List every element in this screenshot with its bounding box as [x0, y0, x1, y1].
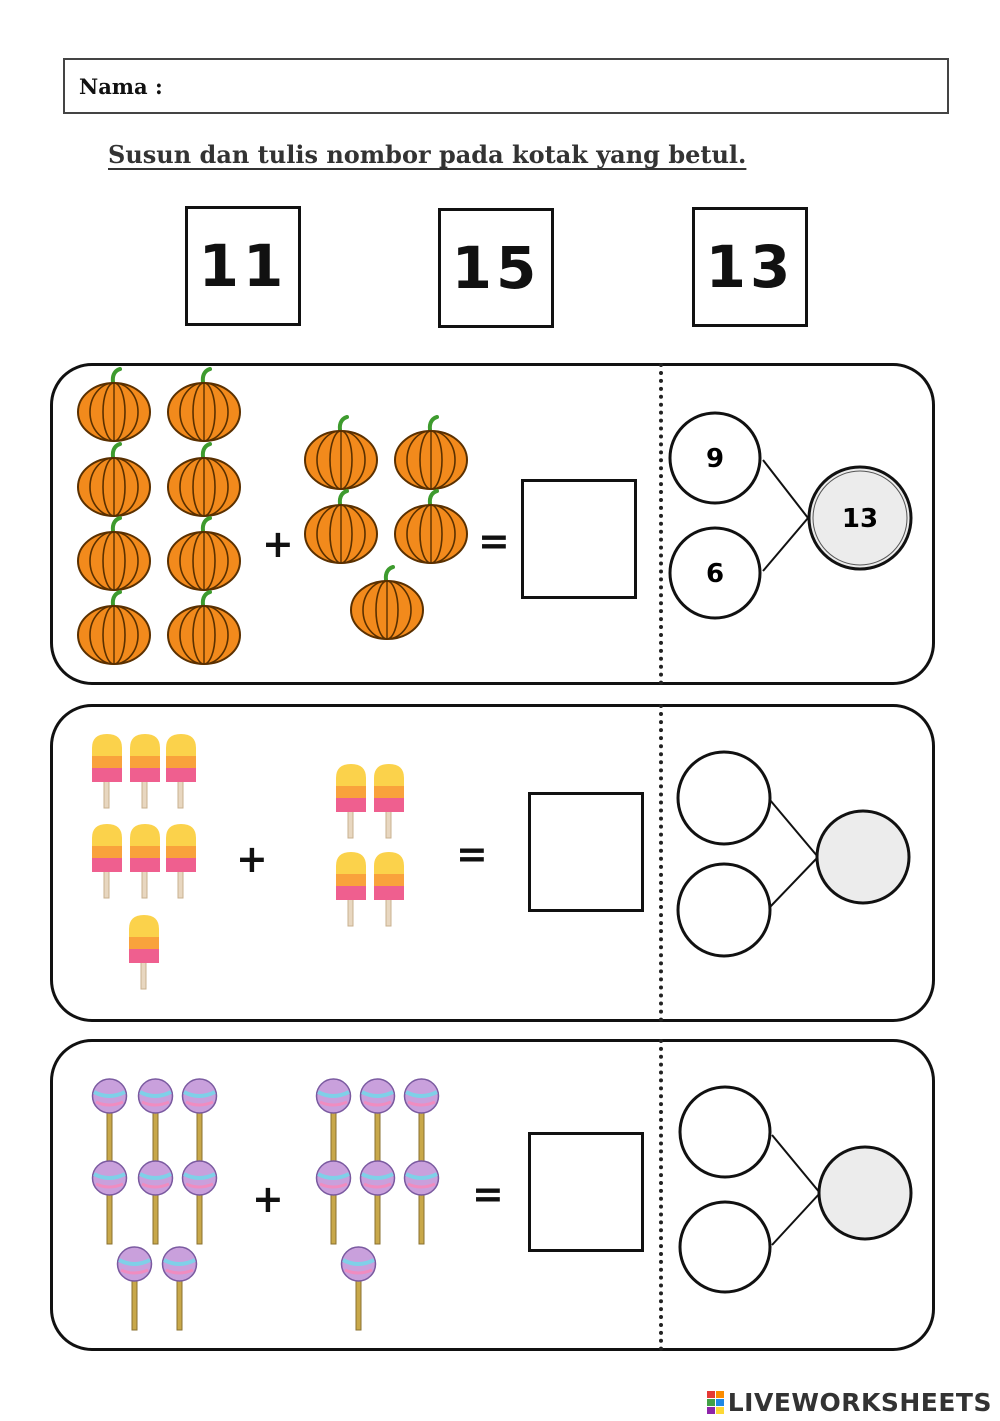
equals-sign: = [478, 519, 510, 563]
pumpkin-icon [77, 367, 151, 442]
pumpkin-icon [167, 442, 241, 517]
ice-pop-icon [92, 734, 122, 809]
number-bond-3 [678, 1085, 913, 1294]
bond-part-b-value: 6 [706, 559, 724, 589]
lollipop-icon [181, 1078, 218, 1163]
ice-pop-icon [336, 764, 366, 839]
bond-part-a-circle[interactable] [668, 411, 762, 505]
lollipop-icon [315, 1160, 352, 1245]
ice-pop-icon [374, 764, 404, 839]
ice-pop-icon [336, 852, 366, 927]
lollipop-icon [340, 1246, 377, 1331]
ice-pop-icon [166, 734, 196, 809]
ice-pop-icon [129, 915, 159, 990]
pumpkin-icon [394, 415, 468, 490]
plus-sign: + [262, 522, 294, 566]
number-card-1[interactable]: 11 [185, 206, 301, 326]
lollipop-icon [91, 1078, 128, 1163]
bond-part-b-circle[interactable] [668, 526, 762, 620]
pumpkin-icon [77, 590, 151, 665]
liveworksheets-logo: LIVEWORKSHEETS [706, 1388, 992, 1417]
number-card-3[interactable]: 13 [692, 207, 808, 327]
answer-box-1[interactable] [521, 479, 637, 599]
lollipop-icon [116, 1246, 153, 1331]
lollipop-icon [181, 1160, 218, 1245]
name-field[interactable]: Nama : [63, 58, 949, 114]
ice-pop-icon [166, 824, 196, 899]
plus-sign: + [252, 1177, 284, 1221]
instruction-heading: Susun dan tulis nombor pada kotak yang b… [108, 140, 747, 169]
lollipop-icon [161, 1246, 198, 1331]
bond-whole-circle[interactable] [817, 1145, 913, 1241]
bond-part-a-value: 9 [706, 444, 724, 474]
pumpkin-icon [167, 590, 241, 665]
lollipop-icon [137, 1160, 174, 1245]
ice-pop-icon [130, 734, 160, 809]
pumpkin-icon [77, 442, 151, 517]
answer-box-3[interactable] [528, 1132, 644, 1252]
lollipop-icon [359, 1160, 396, 1245]
bond-whole-circle[interactable] [807, 465, 913, 571]
pumpkin-icon [304, 489, 378, 564]
panel-pumpkins [50, 363, 935, 685]
number-card-2[interactable]: 15 [438, 208, 554, 328]
panel-divider [659, 1039, 663, 1351]
panel-divider [659, 704, 663, 1022]
ice-pop-icon [130, 824, 160, 899]
pumpkin-icon [167, 367, 241, 442]
number-bond-1: 9 6 13 [668, 411, 913, 620]
ice-pop-icon [92, 824, 122, 899]
ice-pop-icon [374, 852, 404, 927]
lollipop-icon [403, 1160, 440, 1245]
lollipop-icon [91, 1160, 128, 1245]
lollipop-icon [137, 1078, 174, 1163]
equals-sign: = [472, 1172, 504, 1216]
plus-sign: + [236, 837, 268, 881]
pumpkin-icon [394, 489, 468, 564]
equals-sign: = [456, 832, 488, 876]
pumpkin-icon [167, 516, 241, 591]
pumpkin-icon [77, 516, 151, 591]
bond-whole-circle[interactable] [815, 809, 911, 905]
panel-lollipops [50, 1039, 935, 1351]
bond-part-a-circle[interactable] [676, 750, 772, 846]
answer-box-2[interactable] [528, 792, 644, 912]
logo-text: LIVEWORKSHEETS [727, 1388, 992, 1417]
number-bond-2 [676, 750, 911, 958]
bond-part-a-circle[interactable] [678, 1085, 772, 1179]
bond-whole-value: 13 [842, 504, 878, 534]
panel-ice-pops [50, 704, 935, 1022]
bond-part-b-circle[interactable] [676, 862, 772, 958]
panel-divider [659, 363, 663, 685]
pumpkin-icon [304, 415, 378, 490]
pumpkin-icon [350, 565, 424, 640]
lollipop-icon [315, 1078, 352, 1163]
name-label: Nama : [79, 74, 163, 99]
bond-part-b-circle[interactable] [678, 1200, 772, 1294]
lollipop-icon [403, 1078, 440, 1163]
logo-mark-icon [706, 1391, 724, 1414]
lollipop-icon [359, 1078, 396, 1163]
